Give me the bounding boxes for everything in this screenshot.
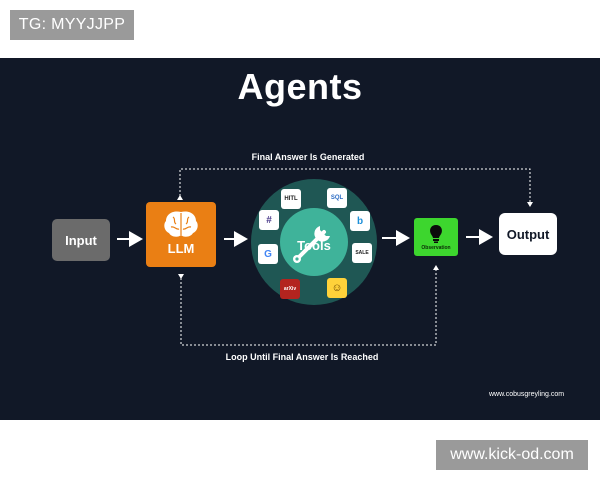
hitl-tile: HITL [281,189,301,209]
wrench-icon [293,226,330,263]
input-node: Input [52,219,110,261]
bing-icon: b [350,211,370,231]
bottom-loop-caption: Loop Until Final Answer Is Reached [225,352,379,362]
arxiv-text: arXiv [283,286,297,292]
google-text: G [264,248,272,260]
diagram-title: Agents [237,66,363,107]
slack-text: # [266,214,272,226]
emoji-text: ☺ [331,282,343,294]
tools-node: Tools [280,208,348,276]
agents-diagram: Agents Final Answer Is Generated Loop Un… [0,58,600,420]
emoji-icon: ☺ [327,278,347,298]
arxiv-icon: arXiv [280,279,300,299]
llm-label: LLM [167,241,195,256]
output-label: Output [506,226,550,242]
wolfram-text: SALE [355,250,369,256]
watermark-top: TG: MYYJJPP [10,10,134,40]
wolfram-icon: SALE [352,243,372,263]
lightbulb-icon [430,224,442,243]
llm-node: LLM [146,202,216,267]
observation-label: Observation [421,244,451,251]
input-label: Input [65,232,97,248]
credit-url: www.cobusgreyling.com [489,391,565,398]
google-icon: G [258,244,278,264]
sql-database-icon: SQL [327,188,347,208]
brain-icon [164,211,198,237]
sql-text: SQL [330,195,344,201]
output-node: Output [499,213,557,255]
top-loop-caption: Final Answer Is Generated [251,152,365,162]
watermark-bottom: www.kick-od.com [436,440,588,470]
observation-node: Observation [414,218,458,256]
hitl-text: HITL [284,196,298,202]
slack-icon: # [259,210,279,230]
tools-label: Tools [297,237,331,253]
bing-text: b [356,215,364,227]
